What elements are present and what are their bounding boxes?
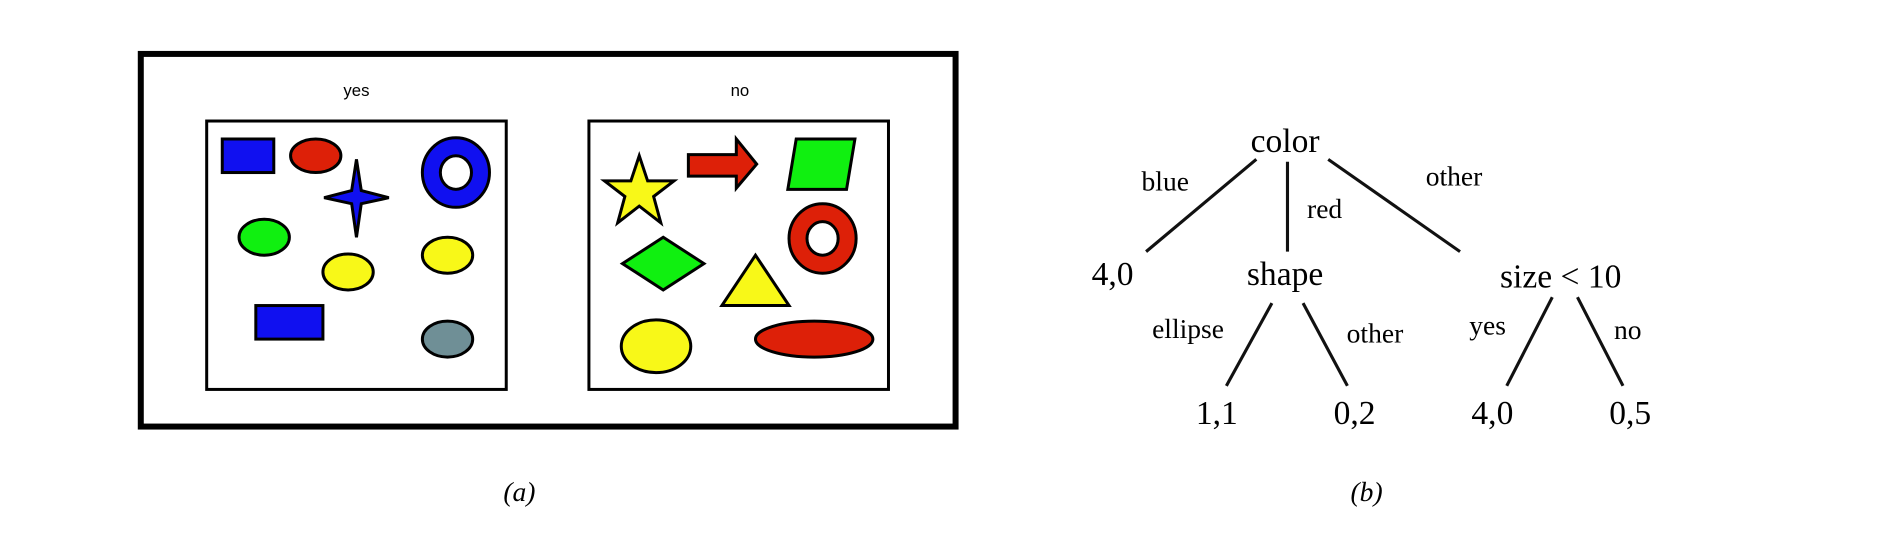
blue-ring <box>420 136 491 209</box>
yellow-ellipse <box>420 235 475 275</box>
leaf-no: 0,5 <box>1609 395 1651 432</box>
edge-label-red: red <box>1307 193 1342 224</box>
panel-a: yes no (a) <box>137 50 959 507</box>
edge-label-ellipse: ellipse <box>1152 313 1224 344</box>
green-parallelogram <box>786 137 857 191</box>
gray-ellipse <box>420 319 475 359</box>
caption-a: (a) <box>503 476 535 507</box>
blue-rectangle <box>220 137 276 175</box>
node-shape: shape <box>1247 256 1323 293</box>
red-ellipse <box>289 137 343 175</box>
yellow-star <box>600 151 679 227</box>
blue-four-point-star <box>323 159 390 238</box>
node-color: color <box>1251 123 1320 160</box>
leaf-ellipse: 1,1 <box>1196 395 1238 432</box>
yellow-ellipse <box>321 252 375 292</box>
panel-b-decision-tree: color blue red other 4,0 shape size < 10… <box>1092 123 1652 507</box>
green-diamond <box>619 235 707 292</box>
edge-label-shape-other: other <box>1347 318 1404 349</box>
edge-ellipse <box>1225 302 1274 387</box>
blue-rectangle <box>254 304 325 341</box>
edge-label-no: no <box>1614 314 1642 345</box>
edge-blue <box>1145 158 1258 253</box>
leaf-yes: 4,0 <box>1471 395 1513 432</box>
edge-yes <box>1505 296 1554 387</box>
leaf-blue: 4,0 <box>1092 256 1134 293</box>
no-label: no <box>731 81 750 100</box>
leaf-shape-other: 0,2 <box>1334 395 1376 432</box>
node-size: size < 10 <box>1500 259 1621 296</box>
edge-shape-other <box>1301 302 1349 387</box>
edge-no <box>1576 296 1625 387</box>
edge-label-yes: yes <box>1469 309 1506 340</box>
edge-label-other: other <box>1426 161 1483 192</box>
red-arrow <box>686 134 759 193</box>
caption-b: (b) <box>1351 476 1383 507</box>
edge-label-blue: blue <box>1142 166 1189 197</box>
yellow-ellipse <box>619 318 693 375</box>
yes-label: yes <box>343 81 369 100</box>
green-ellipse <box>237 217 291 257</box>
edge-other <box>1327 158 1461 253</box>
red-ring <box>787 202 858 275</box>
yellow-triangle <box>719 252 792 308</box>
red-ellipse <box>753 319 875 359</box>
